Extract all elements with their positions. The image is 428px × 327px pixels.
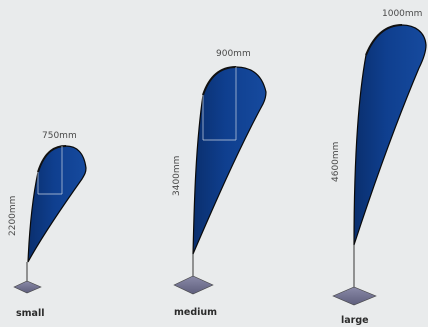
flag-large-sail xyxy=(353,24,427,246)
width-label-small: 750mm xyxy=(42,131,77,141)
size-label-large: large xyxy=(341,315,369,326)
flag-small-edge xyxy=(37,145,67,173)
base-large xyxy=(332,286,377,306)
size-label-medium: medium xyxy=(174,307,217,318)
flag-large-edge xyxy=(365,24,403,56)
height-label-large: 4600mm xyxy=(331,142,341,182)
width-label-large: 1000mm xyxy=(382,9,422,19)
flag-large: 1000mm 4600mm large xyxy=(331,9,427,326)
flag-medium: 900mm 3400mm medium xyxy=(172,49,267,318)
flag-medium-edge xyxy=(202,66,237,96)
base-medium xyxy=(173,275,214,295)
height-label-small: 2200mm xyxy=(8,196,18,236)
flag-small-sail xyxy=(27,145,87,263)
flag-medium-sail xyxy=(192,66,267,255)
width-label-medium: 900mm xyxy=(216,49,251,59)
size-label-small: small xyxy=(16,308,44,319)
flag-small: 750mm 2200mm small xyxy=(8,131,87,319)
base-small xyxy=(13,280,42,294)
height-label-medium: 3400mm xyxy=(172,156,182,196)
